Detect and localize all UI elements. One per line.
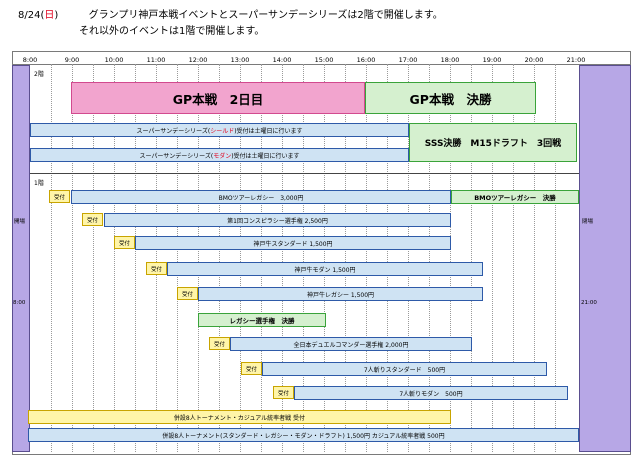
tick-1800: 18:00 <box>440 56 460 64</box>
gp-day2-bar: GP本戦 2日目 <box>71 82 365 114</box>
close-label: 閉場 <box>582 219 594 225</box>
tick-0800: 8:00 <box>22 56 38 64</box>
ss-modern-format: モダン <box>213 152 232 160</box>
reception-seven-standard: 受付 <box>241 362 262 375</box>
gp-final-bar: GP本戦 決勝 <box>365 82 536 114</box>
kobe-legacy-bar: 神戸牛レガシー 1,500円 <box>198 287 483 301</box>
date-suffix: ) <box>54 10 59 21</box>
close-time: 21:00 <box>581 300 597 306</box>
floor-1-label: 1階 <box>34 180 44 187</box>
legacy-final-bar: レガシー選手権 決勝 <box>198 313 326 327</box>
tick-1000: 10:00 <box>104 56 124 64</box>
ss-shield-text-b: )受付は土曜日に行います <box>234 127 303 135</box>
reception-bmo: 受付 <box>49 190 70 203</box>
open-time: 8:00 <box>13 300 26 306</box>
conspiracy-bar: 第1回コンスピラシー選手権 2,500円 <box>104 213 451 227</box>
ss-modern-bar: スーパーサンデーシリーズ(モダン)受付は土曜日に行います <box>30 148 409 162</box>
floor-2-label: 2階 <box>34 71 44 78</box>
reception-kobe-modern: 受付 <box>146 262 167 275</box>
tick-1400: 14:00 <box>272 56 292 64</box>
kobe-modern-bar: 神戸牛モダン 1,500円 <box>167 262 483 276</box>
tick-2100: 21:00 <box>566 56 586 64</box>
kobe-standard-bar: 神戸牛スタンダード 1,500円 <box>135 236 451 250</box>
reception-kobe-legacy: 受付 <box>177 287 198 300</box>
sss-final-bar: SSS決勝 M15ドラフト 3回戦 <box>409 123 577 162</box>
tick-1500: 15:00 <box>314 56 334 64</box>
ss-shield-bar: スーパーサンデーシリーズ(シールド)受付は土曜日に行います <box>30 123 409 137</box>
reception-conspiracy: 受付 <box>82 213 103 226</box>
ss-shield-text-a: スーパーサンデーシリーズ( <box>136 127 211 135</box>
tick-2000: 20:00 <box>524 56 544 64</box>
venue-open-column <box>12 65 30 452</box>
ss-shield-format: シールド <box>210 127 235 135</box>
reception-duel-commander: 受付 <box>209 337 230 350</box>
bmo-final-bar: BMOツアーレガシー 決勝 <box>451 190 579 204</box>
tick-1200: 12:00 <box>188 56 208 64</box>
tick-1600: 16:00 <box>356 56 376 64</box>
open-label: 開場 <box>14 219 26 225</box>
reception-kobe-standard: 受付 <box>114 236 135 249</box>
reception-seven-modern: 受付 <box>273 386 294 399</box>
date-prefix: 8/24( <box>18 10 45 21</box>
tick-1700: 17:00 <box>398 56 418 64</box>
header-line1: グランプリ神戸本戦イベントとスーパーサンデーシリーズは2階で開催します。 <box>88 10 443 21</box>
casual-reception-bar: 併設8人トーナメント・カジュアル統率者戦 受付 <box>28 410 451 424</box>
tick-0900: 9:00 <box>64 56 80 64</box>
casual-bar: 併設8人トーナメント(スタンダード・レガシー・モダン・ドラフト) 1,500円 … <box>28 428 579 442</box>
floor-divider <box>30 173 579 174</box>
ss-modern-text-a: スーパーサンデーシリーズ( <box>139 152 214 160</box>
tick-1100: 11:00 <box>146 56 166 64</box>
header-line2: それ以外のイベントは1階で開催します。 <box>79 26 265 37</box>
date-day: 日 <box>44 10 55 21</box>
time-header-rule <box>12 64 631 65</box>
duel-commander-bar: 全日本デュエルコマンダー選手権 2,000円 <box>230 337 472 351</box>
venue-close-column <box>579 65 631 452</box>
tick-1900: 19:00 <box>482 56 502 64</box>
seven-modern-bar: 7人斬りモダン 500円 <box>294 386 568 400</box>
tick-1300: 13:00 <box>230 56 250 64</box>
seven-standard-bar: 7人斬りスタンダード 500円 <box>262 362 547 376</box>
bmo-bar: BMOツアーレガシー 3,000円 <box>71 190 451 204</box>
ss-modern-text-b: )受付は土曜日に行います <box>231 152 300 160</box>
date-line: 8/24(日) グランプリ神戸本戦イベントとスーパーサンデーシリーズは2階で開催… <box>18 6 443 21</box>
